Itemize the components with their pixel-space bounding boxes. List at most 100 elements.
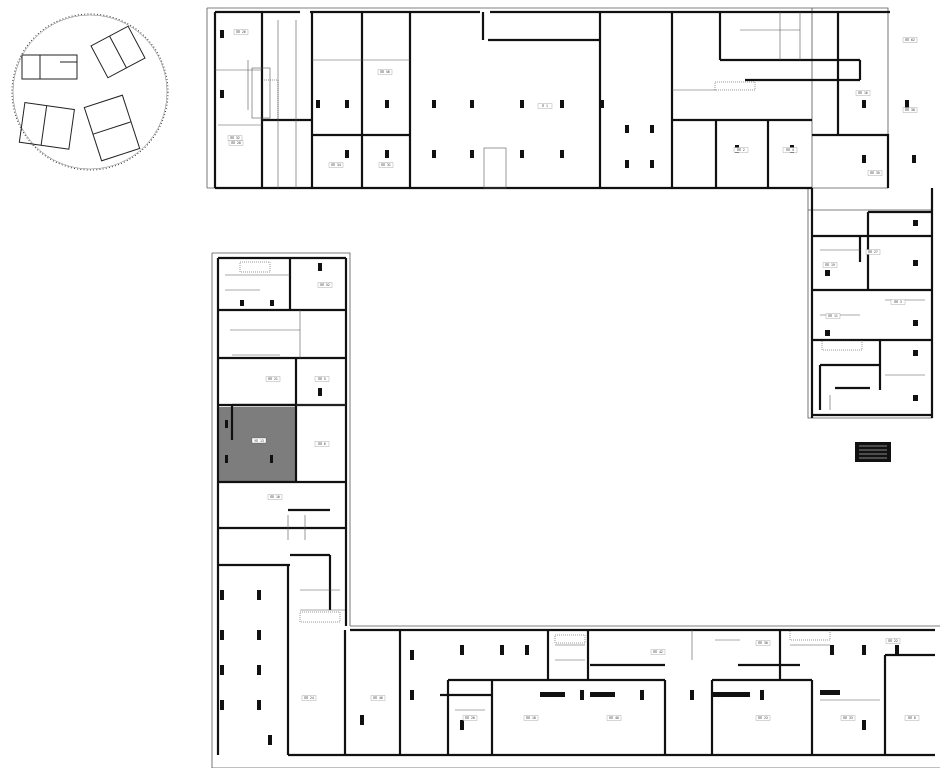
unit-tag[interactable]: ПП 35 — [867, 170, 883, 176]
unit-tag[interactable]: ПП 10 — [267, 494, 283, 500]
unit-tag-box — [370, 695, 386, 701]
unit-tag-label: ПП 21 — [268, 377, 278, 381]
unit-tag-box — [902, 37, 918, 43]
legend-swatch — [855, 442, 891, 462]
unit-tag[interactable]: ПП 20 — [462, 715, 478, 721]
unit-tag[interactable]: ПП 62 — [902, 37, 918, 43]
unit-tag-label: ПП 31 — [381, 163, 391, 167]
unit-tag[interactable]: ПП 42 — [650, 649, 666, 655]
unit-tag-label: ПП 22 — [888, 639, 898, 643]
unit-tag-label: ПП 35 — [870, 171, 880, 175]
unit-tag-label: ПП 24 — [304, 696, 314, 700]
unit-tag-label: ПП 42 — [653, 650, 663, 654]
unit-tag[interactable]: ПП 3 — [890, 299, 906, 305]
unit-tag-label: ПП 6 — [318, 442, 326, 446]
selected-unit[interactable] — [219, 407, 296, 481]
unit-tag-box — [733, 147, 749, 153]
unit-tag[interactable]: ПП 8 — [904, 715, 920, 721]
unit-tag-label: ПП 56 — [380, 70, 390, 74]
unit-tag-label: ПП 5 — [318, 377, 326, 381]
unit-tag[interactable]: ПП 38 — [902, 107, 918, 113]
structural-columns — [220, 30, 918, 745]
unit-tag-label: ПП 46 — [373, 696, 383, 700]
unit-tag[interactable]: ПП 30 — [755, 640, 771, 646]
thin-partitions — [215, 12, 925, 711]
unit-tag-label: ПП 33 — [843, 716, 853, 720]
unit-tag-box — [265, 376, 281, 382]
unit-tag-box — [328, 162, 344, 168]
stair-cores — [239, 79, 863, 644]
unit-tag-box — [885, 638, 901, 644]
unit-tag-label: ПП 18 — [526, 716, 536, 720]
selected-unit-tag: УП 13 — [251, 437, 267, 444]
unit-tag-box — [378, 162, 394, 168]
unit-tag-box — [904, 715, 920, 721]
unit-tag-label: ПП 52 — [320, 283, 330, 287]
unit-tag-box — [462, 715, 478, 721]
unit-tag[interactable]: ПП 26 — [233, 29, 249, 35]
unit-tag[interactable]: ПП 46 — [370, 695, 386, 701]
unit-tag[interactable]: ПП 28 — [228, 140, 244, 146]
unit-tag-box — [902, 107, 918, 113]
unit-tag[interactable]: ПП 56 — [377, 69, 393, 75]
unit-tag[interactable]: ПП 24 — [301, 695, 317, 701]
unit-tag-label: ПП 62 — [905, 38, 915, 42]
unit-tag-label: ПП 2 — [737, 148, 745, 152]
unit-tag-box — [755, 715, 771, 721]
unit-tag-box — [523, 715, 539, 721]
unit-tag[interactable]: ПП 18 — [523, 715, 539, 721]
unit-tag-box — [537, 103, 553, 109]
unit-tag-label: ПП 38 — [905, 108, 915, 112]
unit-tag-label: ПП 19 — [825, 263, 835, 267]
unit-tag-label: ПП 16 — [858, 91, 868, 95]
unit-tag[interactable]: ПП 21 — [265, 376, 281, 382]
unit-tag[interactable]: ПП 16 — [855, 90, 871, 96]
unit-tag[interactable]: ПП 19 — [822, 262, 838, 268]
unit-tag[interactable]: ПП 4 — [782, 147, 798, 153]
unit-tag-label: ПП 32 — [230, 136, 240, 140]
unit-tag-box — [227, 135, 243, 141]
unit-tag-box — [650, 649, 666, 655]
unit-tag[interactable]: ПП 5 — [314, 376, 330, 382]
unit-tag[interactable]: ПП 27 — [865, 249, 881, 255]
unit-tag-label: ПП 40 — [609, 716, 619, 720]
unit-tag-label: ПП 8 — [908, 716, 916, 720]
unit-tag[interactable]: П 1 — [537, 103, 553, 109]
unit-tag[interactable]: ПП 32 — [227, 135, 243, 141]
unit-tag[interactable]: ПП 23 — [755, 715, 771, 721]
unit-tag-box — [825, 313, 841, 319]
unit-tag-label: ПП 23 — [758, 716, 768, 720]
unit-tag[interactable]: ПП 52 — [317, 282, 333, 288]
unit-tag-label: ПП 30 — [758, 641, 768, 645]
unit-tag-box — [865, 249, 881, 255]
key-plan — [11, 13, 169, 171]
unit-tag[interactable]: ПП 6 — [314, 441, 330, 447]
svg-text:УП 13: УП 13 — [254, 439, 264, 443]
unit-tag[interactable]: ПП 33 — [840, 715, 856, 721]
unit-tag-label: ПП 27 — [868, 250, 878, 254]
unit-tag[interactable]: ПП 2 — [733, 147, 749, 153]
unit-tag[interactable]: ПП 31 — [378, 162, 394, 168]
unit-tag-box — [314, 441, 330, 447]
unit-tag-box — [267, 494, 283, 500]
unit-tag-box — [755, 640, 771, 646]
unit-tag[interactable]: ПП 34 — [328, 162, 344, 168]
unit-tag-box — [233, 29, 249, 35]
unit-tag-box — [314, 376, 330, 382]
unit-tag-label: ПП 28 — [231, 141, 241, 145]
unit-tag-box — [840, 715, 856, 721]
unit-tag-box — [317, 282, 333, 288]
unit-tag-label: ПП 26 — [236, 30, 246, 34]
unit-tag-label: ПП 10 — [270, 495, 280, 499]
unit-tag[interactable]: ПП 11 — [825, 313, 841, 319]
unit-tag-label: П 1 — [542, 104, 548, 108]
unit-tag-box — [377, 69, 393, 75]
unit-tag[interactable]: ПП 40 — [606, 715, 622, 721]
walls — [213, 10, 935, 757]
unit-tag-label: ПП 11 — [828, 314, 838, 318]
unit-tag-box — [606, 715, 622, 721]
unit-tag-label: ПП 3 — [894, 300, 902, 304]
unit-tag-box — [822, 262, 838, 268]
unit-tag[interactable]: ПП 22 — [885, 638, 901, 644]
